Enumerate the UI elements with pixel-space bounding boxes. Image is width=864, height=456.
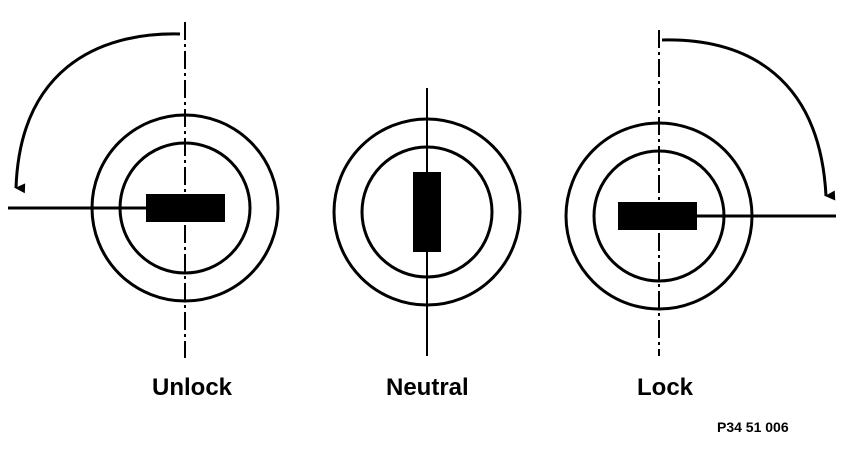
lock-arrow <box>661 38 836 201</box>
neutral-outer-ring <box>332 117 522 307</box>
neutral-label: Neutral <box>386 374 469 401</box>
neutral-inner-ring <box>360 145 494 279</box>
unlock-key-slot <box>146 194 225 222</box>
lock-label: Lock <box>637 374 694 401</box>
unlock-cylinder <box>8 22 280 358</box>
figure-code: P34 51 006 <box>717 419 789 435</box>
lock-key-slot <box>618 202 697 230</box>
unlock-label: Unlock <box>152 374 233 401</box>
unlock-arrow <box>14 32 181 194</box>
neutral-cylinder <box>332 88 522 356</box>
neutral-key-slot <box>413 172 441 252</box>
lock-cylinder <box>564 30 836 356</box>
